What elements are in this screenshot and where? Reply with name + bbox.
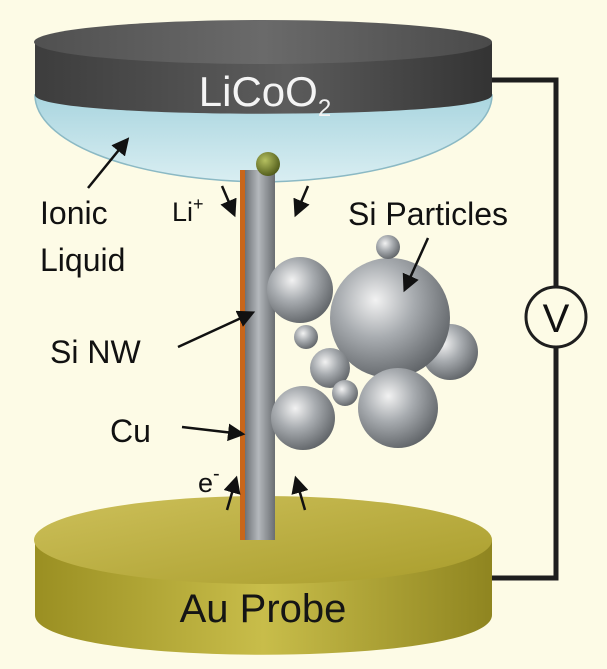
cathode-label: LiCoO2 <box>199 68 331 122</box>
silicon-nanowire <box>245 170 275 540</box>
si-nanowire-label: Si NW <box>50 334 141 370</box>
cathode-disk-top <box>34 20 492 64</box>
si-particle-cluster <box>267 235 478 450</box>
electron-arrow-right <box>291 475 309 511</box>
circuit-wire <box>488 77 559 581</box>
probe-label: Au Probe <box>180 587 347 631</box>
nanowire-pointer <box>177 310 256 349</box>
li-ion-arrow-right <box>293 185 310 218</box>
nanowire-tip <box>256 152 280 176</box>
ionic-liquid-pointer <box>87 137 130 189</box>
ionic-liquid-label-line2: Liquid <box>40 242 125 278</box>
voltmeter-label: V <box>543 297 570 341</box>
copper-coating <box>240 170 246 540</box>
ionic-liquid-label-line1: Ionic <box>40 195 108 231</box>
lithium-ion-label: Li+ <box>172 194 204 227</box>
li-ion-arrow-left <box>220 185 237 218</box>
copper-label: Cu <box>110 413 151 449</box>
si-particles-label: Si Particles <box>348 196 508 232</box>
particles-pointer <box>402 237 430 293</box>
voltmeter-circle <box>524 285 588 349</box>
copper-pointer <box>181 423 246 442</box>
electron-arrow-left <box>223 475 241 511</box>
electron-label: e- <box>198 463 220 498</box>
